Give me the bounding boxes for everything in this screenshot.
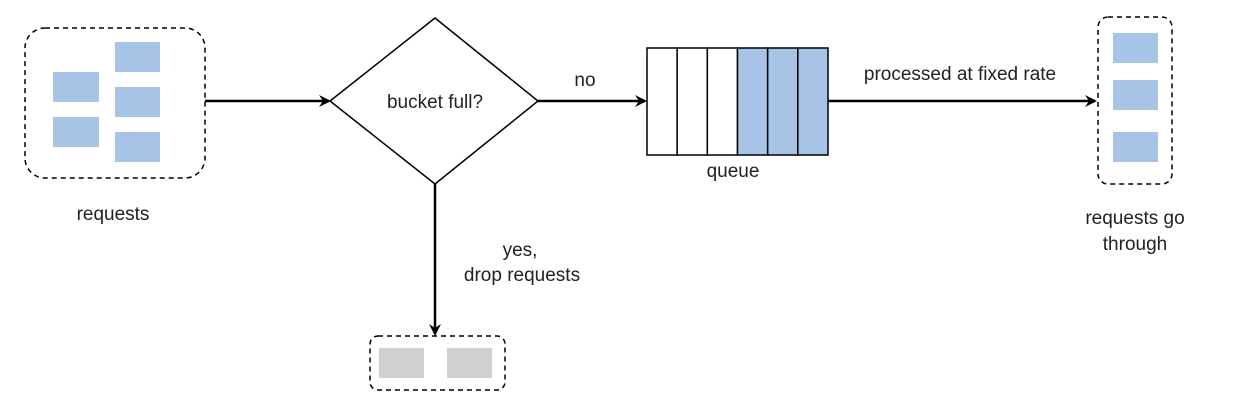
request-block: [1113, 80, 1158, 110]
no-label: no: [574, 70, 595, 91]
yes-label-line1: yes,: [503, 240, 538, 261]
incoming-requests-group: requests: [24, 27, 206, 225]
request-block: [115, 87, 160, 117]
queue-label: queue: [707, 161, 760, 182]
yes-label-line2: drop requests: [464, 265, 580, 286]
request-block: [115, 132, 160, 162]
decision-label: bucket full?: [387, 92, 483, 113]
dropped-requests-group: [369, 335, 506, 391]
request-block: [53, 72, 99, 102]
request-block: [1113, 132, 1158, 162]
queue: [646, 47, 829, 156]
requests-label: requests: [77, 204, 150, 225]
queue-cell-filled: [766, 47, 799, 156]
through-label-line2: through: [1103, 234, 1167, 255]
request-block: [1113, 33, 1158, 63]
queue-cell-filled: [736, 47, 769, 156]
incoming-requests-box: [24, 27, 206, 179]
request-block: [53, 117, 99, 147]
dropped-request-block: [447, 348, 492, 378]
queue-cell-empty: [706, 47, 739, 156]
queue-cell-empty: [676, 47, 709, 156]
passed-requests-group: requests go through: [1085, 16, 1185, 255]
processed-label: processed at fixed rate: [864, 64, 1056, 85]
through-label-line1: requests go: [1085, 208, 1184, 229]
passed-requests-box: [1097, 16, 1173, 185]
queue-cell-empty: [646, 47, 678, 156]
dropped-request-block: [379, 348, 424, 378]
decision-node: bucket full?: [328, 17, 540, 185]
queue-cell-filled: [797, 47, 829, 156]
request-block: [115, 42, 160, 72]
